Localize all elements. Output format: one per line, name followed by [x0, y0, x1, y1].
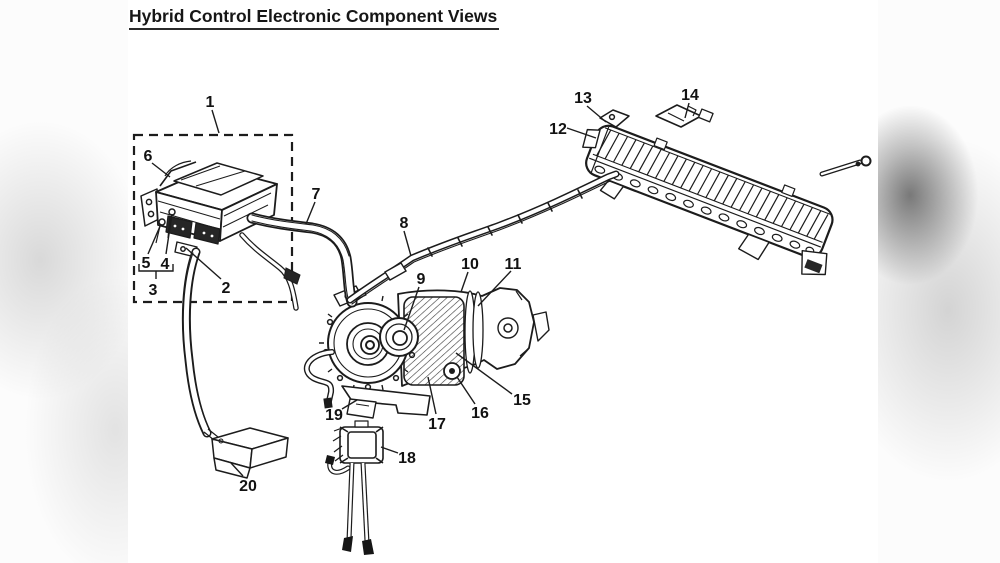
control-module: [140, 160, 278, 258]
callout-19: 19: [325, 407, 343, 424]
callout-12: 12: [549, 121, 567, 138]
callout-9: 9: [417, 271, 426, 288]
callout-2: 2: [222, 280, 231, 297]
callout-5: 5: [142, 255, 151, 272]
bracket-18: [325, 420, 384, 555]
figure-page: Hybrid Control Electronic Component View…: [128, 0, 878, 563]
battery-pack: [582, 104, 872, 276]
callout-15: 15: [513, 392, 531, 409]
callout-14: 14: [681, 87, 699, 104]
callout-4: 4: [161, 256, 170, 273]
box-20: [203, 427, 289, 479]
callout-1: 1: [206, 94, 215, 111]
page-title: Hybrid Control Electronic Component View…: [129, 6, 500, 30]
callout-13: 13: [574, 90, 592, 107]
module-pigtail-wire: [239, 232, 301, 311]
harness-to-battery: [346, 170, 620, 305]
module-dashed-boundary: [132, 133, 294, 304]
letterbox-right-blur: [878, 0, 1000, 563]
callout-11: 11: [505, 256, 522, 273]
callout-18: 18: [398, 450, 416, 467]
callout-7: 7: [312, 186, 321, 203]
letterbox-left-blur: [0, 0, 128, 563]
callout-17: 17: [428, 416, 446, 433]
transmission-hook-wire: [303, 349, 335, 409]
callout-labels: 1 2 3 4 5 6 7 8 9 10 11 12 13 14 15 16 1…: [142, 87, 699, 495]
callout-10: 10: [461, 256, 479, 273]
callout-6: 6: [144, 148, 153, 165]
callout-8: 8: [400, 215, 409, 232]
callout-leaders: [138, 102, 690, 477]
harness-module-to-transmission: [246, 212, 358, 308]
callout-20: 20: [239, 478, 257, 495]
callout-3: 3: [149, 282, 158, 299]
callout-16: 16: [471, 405, 489, 422]
transmission-assembly: [319, 285, 550, 419]
harness-module-to-box20: [181, 247, 212, 438]
